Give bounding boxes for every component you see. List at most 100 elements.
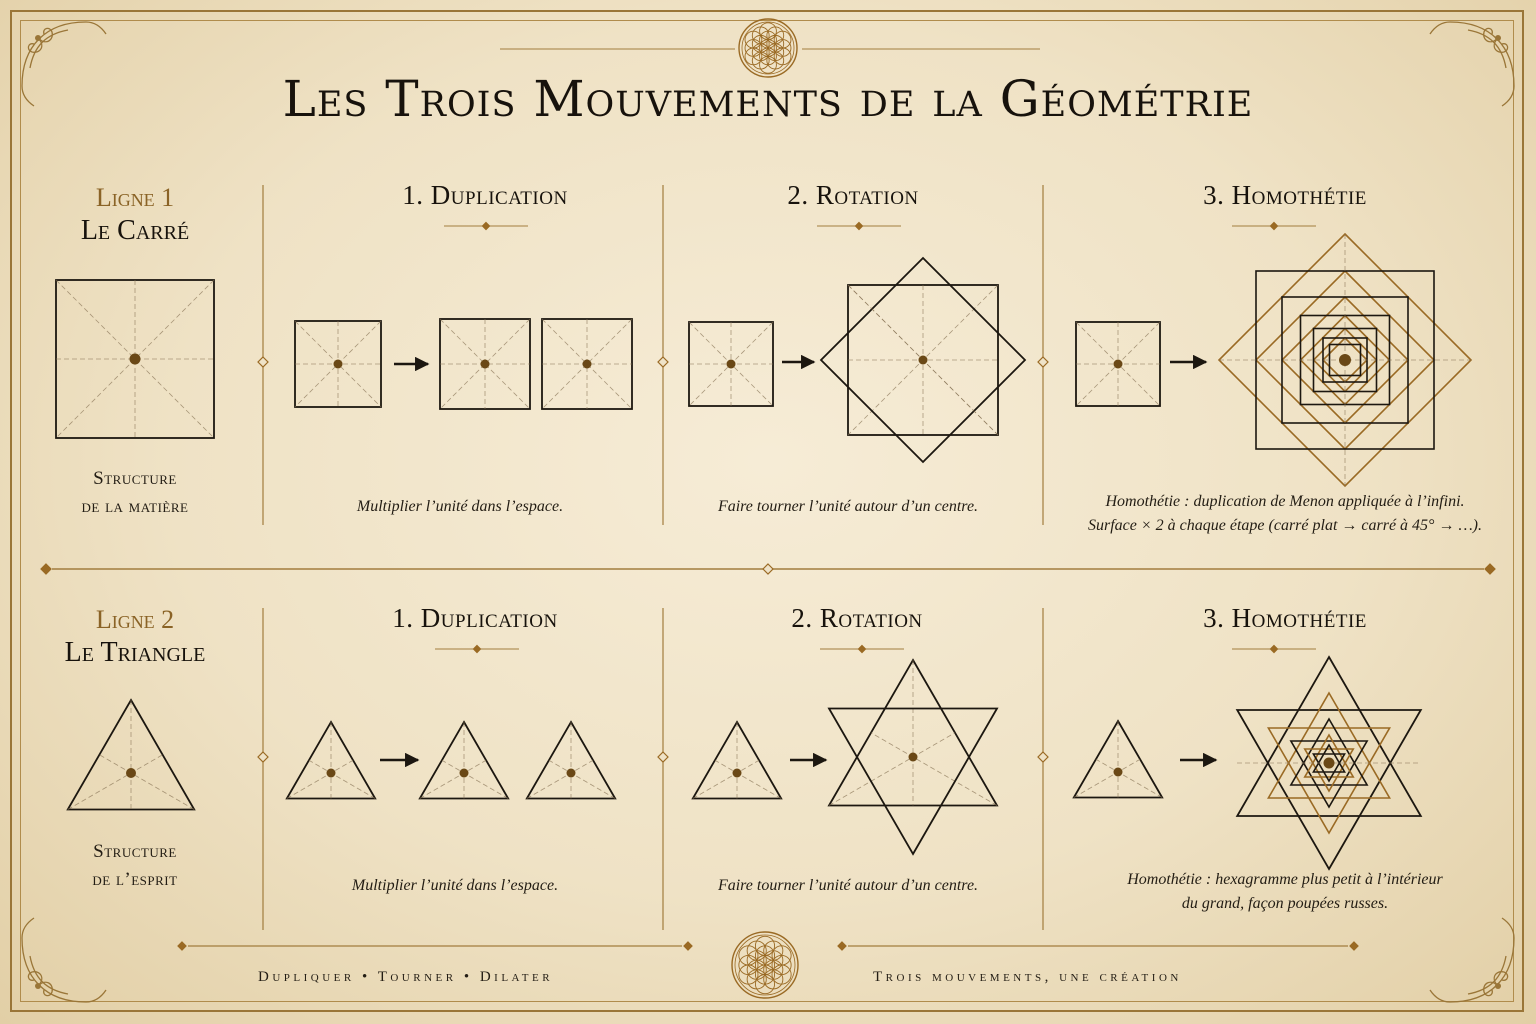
row-2-subtitle: Structure de l’esprit [40,838,230,894]
flower-inner-ring [734,934,796,996]
diamond-ornament-icon [481,221,491,231]
corner-tail [21,85,35,107]
row-2-shape-name: Le Triangle [64,637,206,668]
guide-line [548,759,616,799]
corner-ornament-icon [21,21,1515,1003]
corner-curl [1493,971,1509,987]
row-1-caption-homothetie: Homothétie : duplication de Menon appliq… [1050,490,1520,538]
row-1-shape-name: Le Carré [80,215,190,246]
diamond-ornament-icon [472,644,482,654]
triangle-shape [1235,655,1423,817]
diamond-ornament-icon [40,563,52,575]
corner-curl [1493,37,1509,53]
guide-line [526,759,594,799]
center-dot [732,768,742,778]
nested-square [1328,343,1362,377]
diamond-ornament-icon [257,356,269,368]
row-1-caption-rotation: Faire tourner l’unité autour d’un centre… [668,495,1028,519]
row-1-section-homothetie-title: 3. Homothétie [1203,180,1367,210]
triangle-shape [1266,691,1392,799]
corner-tail [1501,85,1515,107]
caption-line: Faire tourner l’unité autour d’un centre… [717,498,979,515]
center-dot [582,359,592,369]
center-dot [1339,354,1351,366]
guide-line [286,759,354,799]
triangle-shape [1303,748,1355,793]
row-2-caption-homothetie: Homothétie : hexagramme plus petit à l’i… [1050,868,1520,916]
caption-line: Multiplier l’unité dans l’espace. [351,877,559,894]
corner-scroll [1467,29,1507,69]
triangle-shape [1312,743,1346,773]
guide-line [99,754,195,810]
diamond-ornament-icon [1269,644,1279,654]
guide-line [439,318,531,410]
corner-bead [1495,35,1501,41]
row-1-label: Ligne 1 Le Carré [40,183,230,247]
guide-line [541,318,633,410]
corner-tail [1501,917,1515,939]
corner-tail [85,21,107,35]
triangle-shape [1235,709,1423,871]
flower-outer-ring [731,931,799,999]
guide-line [828,732,956,806]
row-1-subtitle-line-1: Structure [93,468,177,489]
center-dot [459,768,469,778]
row-1-section-rotation-title: 2. Rotation [787,180,919,210]
row-2-label: Ligne 2 Le Triangle [40,605,230,669]
corner-curl [37,981,53,997]
row-1-line-label: Ligne 1 [95,183,175,212]
triangle-shape [1289,740,1369,809]
triangle-shape [1266,727,1392,835]
inner-frame [20,20,1514,1002]
diamond-ornament-icon [657,751,669,763]
flower-petal-circle [773,39,792,57]
row-1-section-duplication-title: 1. Duplication [402,180,568,210]
center-dot [726,359,736,369]
center-dot [908,752,918,762]
center-dot [918,355,928,365]
guide-line [55,279,215,439]
row-2-line-label: Ligne 2 [95,605,175,634]
corner-scroll [1449,937,1515,1003]
corner-scroll [21,937,87,1003]
flower-petal-circle [773,30,792,49]
page-title: Les Trois Mouvements de la Géométrie [282,70,1254,128]
corner-scroll [1467,955,1507,995]
guide-line [1073,758,1141,798]
diamond-ornament-icon [762,563,774,575]
triangle-shape [827,707,999,856]
corner-ornament-icon [1429,917,1515,1003]
guide-line [714,759,782,799]
diamond-ornament-icon [837,941,847,951]
center-dot [1113,359,1123,369]
corner-curl [37,27,53,43]
triangle-shape [1303,733,1355,778]
diamond-ornament-icon [854,221,864,231]
caption-line: Multiplier l’unité dans l’espace. [356,498,564,515]
diamond-shape [819,256,1027,464]
row-1-caption-duplication: Multiplier l’unité dans l’espace. [280,495,640,519]
row-1-subtitle-line-2: de la matière [81,496,189,517]
flower-inner-ring [741,21,795,75]
corner-curl [27,37,43,53]
diamond-ornament-icon [177,941,187,951]
center-dot [126,768,136,778]
guide-line [55,279,215,439]
diamond-ornament-icon [1037,751,1049,763]
row-2-caption-rotation: Faire tourner l’unité autour d’un centre… [668,874,1028,898]
guide-line [541,318,633,410]
corner-ornament-icon [21,21,107,107]
diamond-ornament-icon [683,941,693,951]
center-dot [480,359,490,369]
caption-line: du grand, façon poupées russes. [1181,895,1389,912]
corner-scroll [29,29,69,69]
corner-bead [1495,983,1501,989]
footer-left-motto: Dupliquer • Tourner • Dilater [258,969,554,985]
corner-curl [1483,981,1499,997]
flower-outer-ring [738,18,798,78]
caption-line: Homothétie : hexagramme plus petit à l’i… [1127,871,1443,888]
outer-frame [10,10,1524,1012]
row-2-section-rotation-title: 2. Rotation [791,603,923,633]
